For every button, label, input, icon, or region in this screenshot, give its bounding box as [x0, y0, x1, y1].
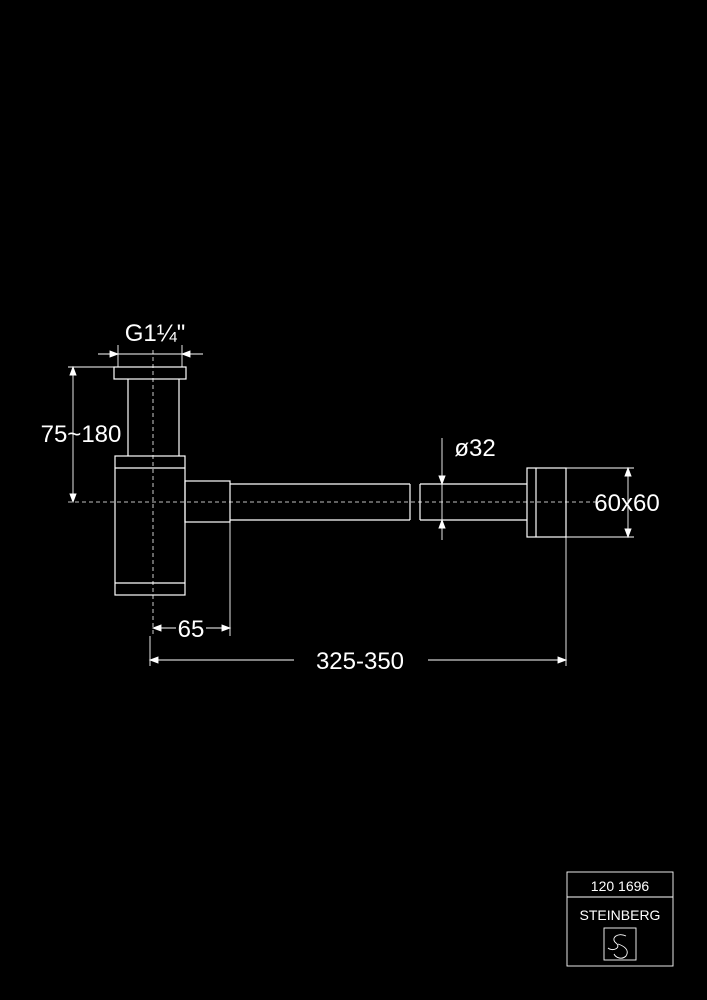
article-number: 120 1696 [591, 878, 650, 894]
offset-label: 65 [178, 616, 205, 643]
rosette-size-label: 60x60 [594, 490, 659, 517]
thread-size-label: G1¼" [125, 320, 186, 347]
length-range-label: 325-350 [316, 648, 404, 675]
title-block: 120 1696 STEINBERG [566, 871, 674, 967]
pipe-diameter-label: ø32 [454, 435, 495, 462]
center-lines [68, 350, 600, 636]
dimension-lines [68, 345, 634, 666]
siphon-outline [113, 366, 567, 596]
steinberg-logo-icon [603, 927, 637, 961]
brand-name: STEINBERG [580, 907, 661, 923]
height-range-label: 75~180 [41, 421, 122, 448]
